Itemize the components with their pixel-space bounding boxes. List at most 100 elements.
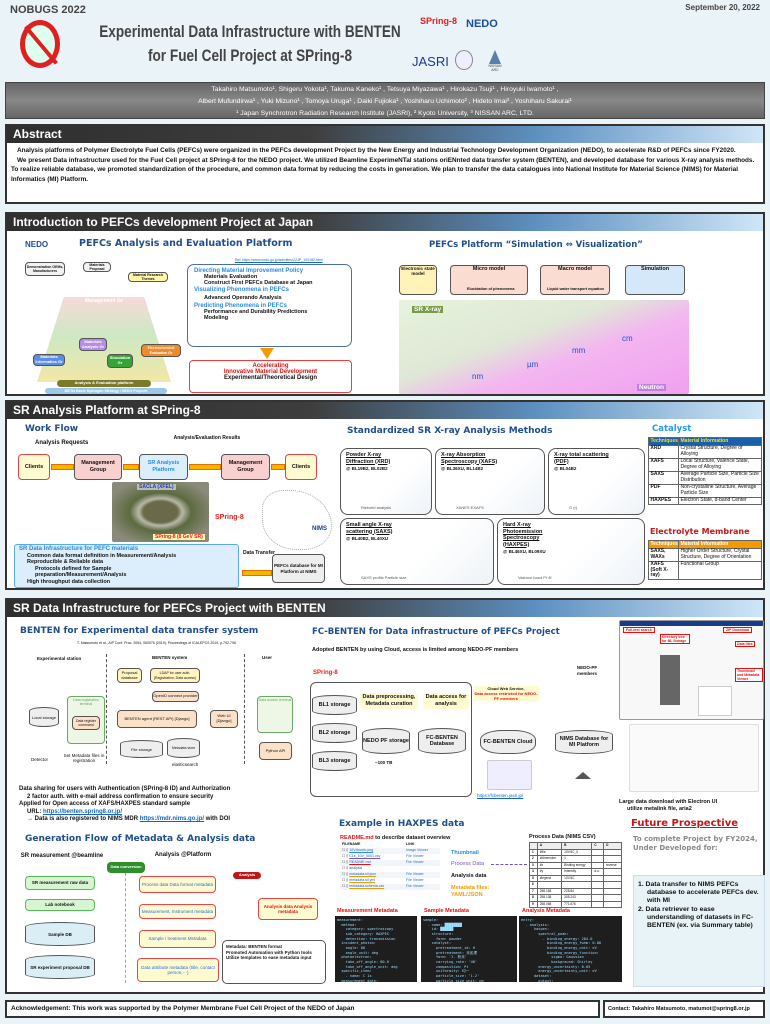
future-item: 1. Data transfer to NIMS PEFCs database … — [638, 881, 759, 905]
table-cell: XRD — [648, 444, 679, 459]
home-icon — [575, 772, 591, 779]
table-cell: 771.676 — [561, 900, 593, 909]
csv-title: Process Data (NIMS CSV) — [529, 834, 596, 840]
ref-link[interactable]: Ref. https://www.nedo.go.jp/activities/Z… — [235, 258, 323, 262]
table-cell: Non-crystalline Structure, Average Parti… — [678, 483, 762, 498]
spring8-aerial-photo — [112, 482, 209, 542]
sr-infra-box: SR Data Infrastructure for PEFC material… — [14, 544, 239, 588]
methods-title: Standardized SR X-ray Analysis Methods — [347, 426, 553, 436]
panel-title: Measurement Metadata — [337, 908, 398, 914]
conference-label: NOBUGS 2022 — [10, 4, 86, 16]
sr-infra-head: SR Data Infrastructure for PEFC material… — [19, 546, 139, 552]
flow-micro: Micro model — [450, 265, 528, 295]
mi-gr: Materials Informatics Gr — [33, 354, 65, 366]
file-viewer-link[interactable]: Image Viewer — [406, 847, 428, 852]
acknowledgement: Acknowledgement: This work was supported… — [5, 1000, 600, 1018]
file-name-link[interactable]: analysis — [349, 865, 363, 870]
file-viewer-link[interactable]: File Viewer — [406, 853, 424, 858]
table-cell: Electron State, d-band Center — [678, 496, 762, 505]
scale-mm: mm — [572, 346, 586, 355]
file-name-link[interactable]: metadata.sil.json — [349, 871, 377, 876]
affiliations: ¹ Japan Synchrotron Radiation Research I… — [236, 110, 534, 117]
section-heading: SR Analysis Platform at SPring-8 — [7, 402, 763, 419]
sr-infra-item: Protocols defined for Sample preparation… — [35, 565, 127, 579]
note: Promoted Automation with Python tools — [226, 949, 312, 955]
spring8-logo: SPring-8 — [420, 16, 458, 26]
method-card: Powder X-ray Diffraction (XRD)@ BL19B2, … — [340, 448, 432, 515]
accel-line2: Innovative Material Development — [223, 369, 318, 375]
date: September 20, 2022 — [685, 3, 760, 12]
platform-title: PEFCs Platform “Simulation ⇔ Visualizati… — [429, 240, 643, 250]
nedo-logo: NEDO — [466, 18, 498, 30]
title-line2: for Fuel Cell Project at SPring-8 — [147, 46, 353, 65]
panel-title: Sample Metadata — [424, 908, 469, 914]
benten-bullets: Data sharing for users with Authenticati… — [19, 786, 231, 823]
citation: T. Matsumoto et al., AIP Conf. Proc. 205… — [77, 641, 236, 645]
file-viewer-link[interactable]: File Viewer — [406, 871, 424, 876]
policy-item: Modeling — [204, 315, 229, 321]
policy-head: Predicting Phenomena in PEFCs — [194, 303, 288, 309]
file-viewer-link[interactable]: File Viewer — [406, 859, 424, 864]
analysis-data-label: Analysis data — [451, 873, 487, 879]
future-box: 1. Data transfer to NIMS PEFCs database … — [633, 875, 765, 987]
themes-box: Material Research Themes — [128, 272, 168, 282]
benten-url-link[interactable]: https://benten.spring8.or.jp/ — [43, 808, 123, 815]
flow-management: Management Group — [74, 454, 122, 480]
file-viewer-link[interactable]: File Viewer — [406, 883, 424, 888]
table-cell: SAXS — [648, 470, 679, 485]
file-name-link[interactable]: metadata.sil.yml — [349, 877, 376, 882]
sim-gr: Simulation Gr — [107, 354, 133, 368]
file-name-link[interactable]: README.md — [349, 859, 371, 864]
title-line1: Experimental Data Infrastructure with BE… — [99, 22, 401, 41]
method-note: SAXS profile Particle size — [361, 575, 407, 580]
policy-head: Directing Material Improvement Policy — [194, 268, 304, 274]
meti-label: METIs Basic Hydrogen Strategy / NEDO Pro… — [45, 388, 167, 394]
table-cell — [603, 900, 622, 909]
flow-simulation: Simulation — [625, 265, 685, 295]
sr-analysis-section: SR Analysis Platform at SPring-8 Work Fl… — [5, 400, 765, 590]
table-cell: 9 — [529, 900, 538, 909]
metadata-files-label: Metadata files: YAML/JSON — [451, 885, 490, 898]
nedo-logo: NEDO — [25, 240, 49, 249]
requests-label: Analysis Requests — [35, 440, 89, 446]
membrane-title: Electrolyte Membrane — [650, 527, 750, 536]
file-viewer-link[interactable]: File Viewer — [406, 877, 424, 882]
method-note: G (r) — [569, 505, 578, 510]
fc-benten-url-link[interactable]: https://fcbenten.jasri.jp/ — [477, 793, 524, 798]
policy-box: Directing Material Improvement Policy Ma… — [187, 264, 352, 347]
file-name-link[interactable]: metadata.schema.csv — [349, 883, 385, 888]
fc-benten-title: FC-BENTEN for Data infrastructure of PEF… — [312, 627, 560, 637]
file-name-link[interactable]: C1s_10V_0001.csv — [349, 853, 381, 858]
file-row[interactable]: ☐ ▯ analysis — [340, 865, 440, 872]
benten-diagram: Experimental station BENTEN system User … — [29, 654, 293, 767]
method-beamline: @ BL46XU, BL09XU — [503, 549, 546, 554]
nims-logo: NIMS — [312, 526, 327, 532]
scale-um: µm — [527, 360, 539, 369]
method-name: X-ray total scattering (PDF) — [554, 452, 609, 465]
method-name: X-ray Absorption Spectroscopy (XAFS) — [441, 452, 498, 465]
accel-item: Experimental/Theoretical Design — [223, 375, 318, 381]
table-cell — [591, 900, 605, 909]
future-title: Future Prospective — [631, 818, 739, 829]
file-name-link[interactable]: 10V.thumb.png — [349, 847, 374, 852]
method-card: X-ray Absorption Spectroscopy (XAFS)@ BL… — [435, 448, 545, 515]
flow-macro: Macro model — [540, 265, 610, 295]
abstract-section: Abstract Analysis platforms of Polymer E… — [5, 124, 765, 204]
abstract-p2: We present Data infrastructure used for … — [11, 156, 755, 183]
sacla-label: SACLA (XFEL) — [137, 484, 176, 490]
table-cell: Average Particle Size, Particle Size Dis… — [678, 470, 762, 485]
mdr-url-link[interactable]: https://mdr.nims.go.jp/ — [139, 816, 205, 823]
flow-sub: Elucidation of phenomena — [467, 287, 515, 291]
nobugs-logo-icon — [20, 20, 60, 68]
flow-sub: Liquid water transport equation — [547, 287, 604, 291]
